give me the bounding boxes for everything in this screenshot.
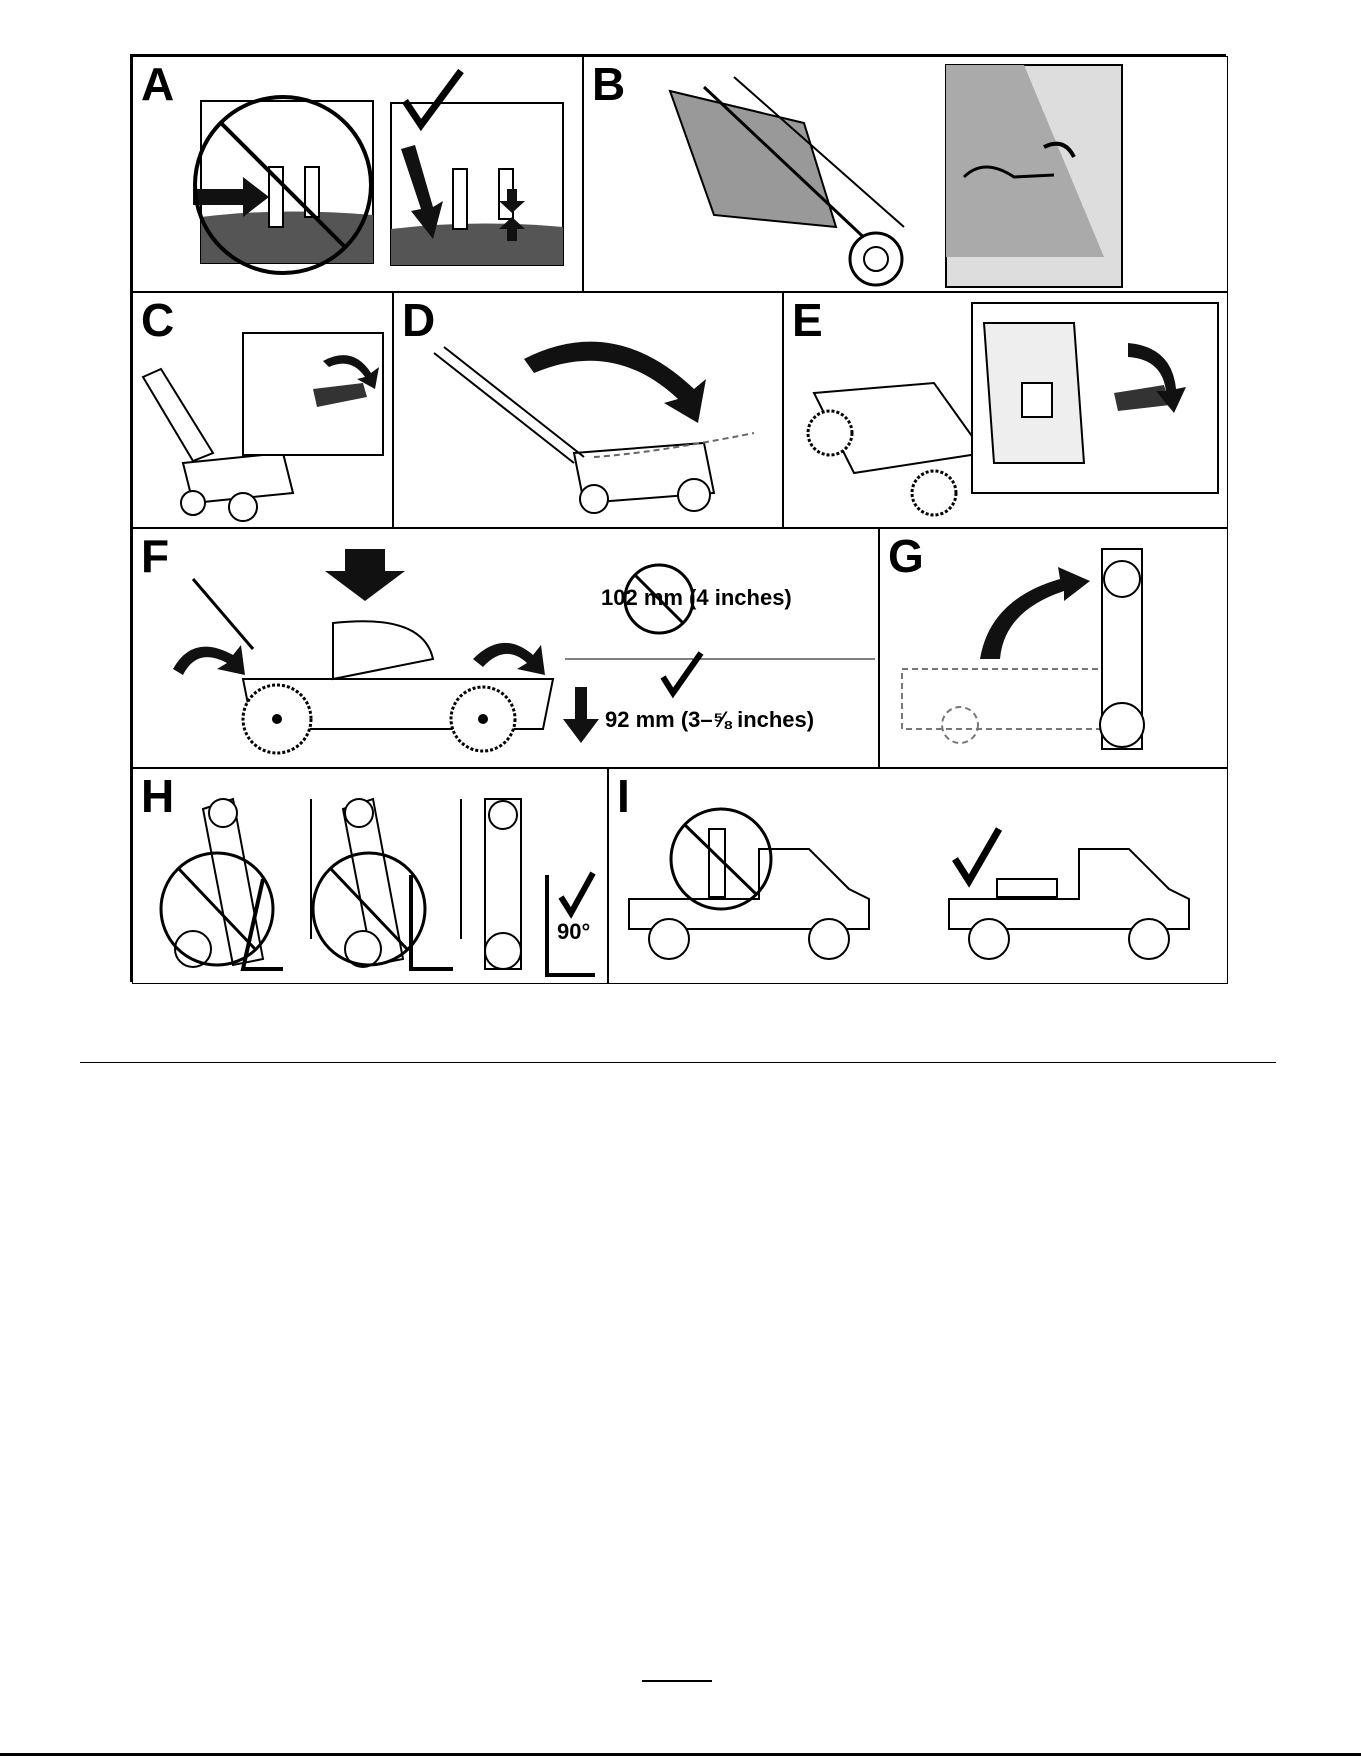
- panel-f: F 102 mm (4 inches) 92 mm (3–⅝ inches): [132, 528, 879, 768]
- angle-label: 90°: [557, 919, 590, 945]
- arrow-icon: [980, 567, 1090, 659]
- arrow-icon: [173, 645, 245, 675]
- separator-rule: [80, 1062, 1276, 1063]
- panel-b-drawing: [584, 57, 1228, 292]
- page-mark: [642, 1680, 712, 1682]
- checkmark-icon: [561, 873, 593, 913]
- arrow-icon: [524, 342, 706, 423]
- panel-g: G: [879, 528, 1228, 768]
- panel-d: D: [393, 292, 783, 528]
- panel-a: A: [132, 56, 583, 292]
- arrow-icon: [473, 643, 545, 675]
- panel-d-drawing: [394, 293, 783, 528]
- right-height-label: 92 mm (3–⅝ inches): [605, 707, 814, 733]
- illustration-sheet: A B: [130, 54, 1226, 982]
- panel-g-drawing: [880, 529, 1228, 768]
- wrong-height-label: 102 mm (4 inches): [601, 585, 792, 611]
- bottom-rule: [0, 1753, 1361, 1756]
- arrow-icon: [563, 687, 599, 743]
- panel-c-drawing: [133, 293, 393, 528]
- panel-e: E: [783, 292, 1228, 528]
- panel-h: H 90°: [132, 768, 608, 984]
- checkmark-icon: [955, 829, 999, 881]
- panel-e-drawing: [784, 293, 1228, 528]
- panel-h-drawing: [133, 769, 608, 984]
- arrow-icon: [325, 549, 405, 601]
- panel-b: B: [583, 56, 1228, 292]
- panel-i-drawing: [609, 769, 1228, 984]
- panel-c: C: [132, 292, 393, 528]
- panel-i: I: [608, 768, 1228, 984]
- panel-a-drawing: [133, 57, 583, 292]
